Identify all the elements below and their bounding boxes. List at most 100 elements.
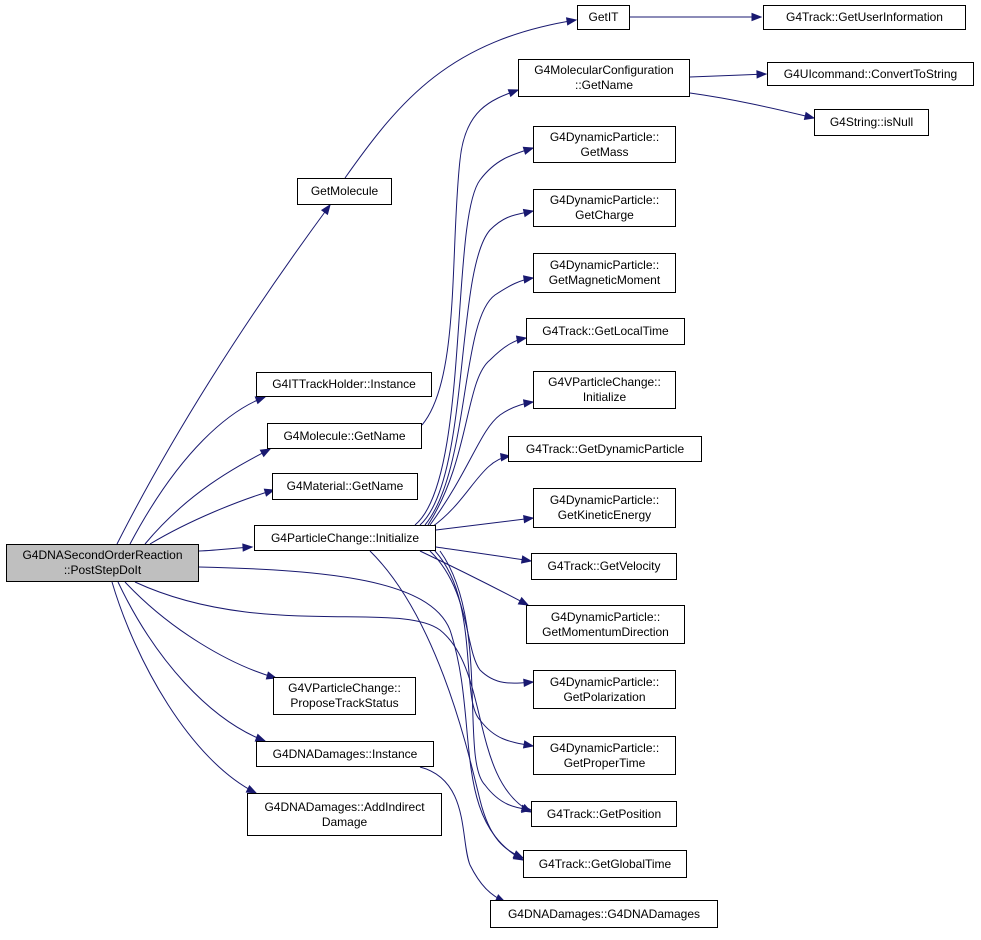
node-label-line: GetMolecule — [310, 184, 379, 198]
node-g4particlechange-initialize[interactable]: G4ParticleChange::Initialize — [254, 525, 436, 551]
node-label-line: G4Track::GetLocalTime — [542, 324, 669, 338]
node-g4ittrackholder-instance[interactable]: G4ITTrackHolder::Instance — [256, 372, 432, 397]
node-label-line: GetIT — [588, 10, 619, 24]
node-g4track-getdynamicparticle[interactable]: G4Track::GetDynamicParticle — [508, 436, 702, 462]
node-label-line: ::GetName — [574, 78, 634, 92]
node-g4vparticlechange-proposetrackstatus[interactable]: G4VParticleChange::ProposeTrackStatus — [273, 677, 416, 715]
node-g4dynamicparticle-getcharge[interactable]: G4DynamicParticle::GetCharge — [533, 189, 676, 227]
node-root: G4DNASecondOrderReaction::PostStepDoIt — [6, 544, 199, 582]
node-g4molecule-getname[interactable]: G4Molecule::GetName — [267, 423, 422, 449]
arrowhead-root-to-g4dnadamages_addindirectdamage — [245, 784, 258, 794]
arrowhead-root-to-g4molecule_getname — [259, 448, 272, 458]
node-label-line: G4UIcommand::ConvertToString — [783, 66, 958, 81]
node-label-line: G4ITTrackHolder::Instance — [272, 377, 416, 391]
node-g4dynamicparticle-getmagneticmoment[interactable]: G4DynamicParticle::GetMagneticMoment — [533, 253, 676, 293]
node-label-line: G4VParticleChange:: — [288, 681, 401, 695]
node-g4dynamicparticle-getpolarization[interactable]: G4DynamicParticle::GetPolarization — [533, 670, 676, 709]
node-label-line: GetMagneticMoment — [548, 273, 661, 287]
node-g4track-getvelocity[interactable]: G4Track::GetVelocity — [531, 553, 677, 580]
edge-root-to-g4vparticlechange_proposetrackstatus — [124, 581, 277, 679]
edge-g4molecularconfiguration_getname-to-g4string_isnull — [689, 92, 815, 119]
node-g4vparticlechange-initialize[interactable]: G4VParticleChange::Initialize — [533, 371, 676, 409]
node-label-line: G4DNASecondOrderReaction — [22, 548, 183, 562]
node-label-line: G4DynamicParticle:: — [549, 674, 660, 689]
arrowhead-g4molecularconfiguration_getname-to-g4string_isnull — [803, 111, 816, 120]
edge-g4particlechange_initialize-to-g4track_getvelocity — [435, 546, 532, 562]
arrowhead-root-to-g4ittrackholder_instance — [254, 396, 267, 405]
node-label-line: G4DynamicParticle:: — [549, 129, 660, 144]
edge-g4molecule_getname-to-g4molecularconfiguration_getname — [421, 89, 519, 426]
node-g4dnadamages-instance[interactable]: G4DNADamages::Instance — [256, 741, 434, 767]
arrowhead-getmolecule-to-getit — [565, 17, 578, 26]
arrowhead-g4particlechange_initialize-to-g4dynamicparticle_getpropertime — [522, 740, 535, 749]
edge-root-to-g4material_getname — [149, 489, 275, 545]
edge-g4particlechange_initialize-to-g4dynamicparticle_getmomentumdirection — [419, 550, 529, 606]
edge-g4particlechange_initialize-to-g4dynamicparticle_getpropertime — [434, 550, 534, 747]
arrowhead-root-to-g4material_getname — [263, 488, 276, 497]
node-g4molecularconfiguration-getname[interactable]: G4MolecularConfiguration::GetName — [518, 59, 690, 97]
arrowhead-g4particlechange_initialize-to-g4dynamicparticle_getcharge — [522, 208, 535, 218]
node-label-line: G4Track::GetVelocity — [547, 559, 661, 573]
arrowhead-root-to-g4particlechange_initialize — [242, 543, 254, 552]
node-label-line: GetPolarization — [563, 689, 646, 704]
node-label-line: G4DynamicParticle:: — [549, 258, 660, 272]
node-label-line: ProposeTrackStatus — [290, 696, 399, 710]
arrowhead-g4particlechange_initialize-to-g4track_getlocaltime — [515, 335, 528, 344]
node-label-line: G4MolecularConfiguration — [534, 63, 674, 77]
node-getmolecule[interactable]: GetMolecule — [297, 178, 392, 205]
arrowhead-root-to-getmolecule — [320, 203, 331, 216]
edge-getmolecule-to-getit — [344, 19, 577, 179]
arrowhead-g4particlechange_initialize-to-g4track_getdynamicparticle — [500, 453, 512, 462]
arrowhead-g4particlechange_initialize-to-g4track_getglobaltime — [512, 850, 525, 859]
arrowhead-g4particlechange_initialize-to-g4dynamicparticle_getmagneticmoment — [522, 275, 535, 284]
node-label-line: GetProperTime — [563, 755, 646, 770]
edge-root-to-g4track_getposition — [134, 581, 532, 813]
node-label-line: G4Track::GetGlobalTime — [538, 856, 672, 871]
arrowhead-g4molecularconfiguration_getname-to-g4uicommand_converttostring — [756, 70, 768, 79]
arrowhead-g4molecule_getname-to-g4molecularconfiguration_getname — [507, 89, 520, 98]
edge-g4particlechange_initialize-to-g4dynamicparticle_getmagneticmoment — [424, 277, 534, 526]
node-g4uicommand-converttostring[interactable]: G4UIcommand::ConvertToString — [767, 62, 974, 86]
arrowhead-g4particlechange_initialize-to-g4dynamicparticle_getpolarization — [523, 678, 535, 688]
edge-root-to-g4molecule_getname — [144, 448, 271, 545]
node-label-line: G4Track::GetDynamicParticle — [525, 441, 685, 456]
edge-root-to-g4dnadamages_addindirectdamage — [111, 581, 257, 794]
edge-root-to-g4track_getglobaltime — [198, 566, 524, 861]
node-label-line: G4VParticleChange:: — [548, 375, 661, 389]
node-label-line: G4DynamicParticle:: — [549, 493, 660, 507]
edge-g4dnadamages_instance-to-g4dnadamages_g4dnadamages — [419, 766, 506, 903]
edge-g4particlechange_initialize-to-g4track_getposition — [439, 550, 532, 811]
node-g4track-getuserinformation[interactable]: G4Track::GetUserInformation — [763, 5, 966, 30]
edge-g4particlechange_initialize-to-g4vparticlechange_initialize — [429, 401, 534, 526]
edge-g4particlechange_initialize-to-g4dynamicparticle_getcharge — [419, 210, 534, 526]
edge-root-to-g4ittrackholder_instance — [129, 396, 266, 545]
node-g4dynamicparticle-getkineticenergy[interactable]: G4DynamicParticle::GetKineticEnergy — [533, 488, 676, 528]
arrowhead-g4particlechange_initialize-to-g4dynamicparticle_getmomentumdirection — [517, 596, 530, 606]
node-g4dynamicparticle-getmomentumdirection[interactable]: G4DynamicParticle::GetMomentumDirection — [526, 605, 685, 644]
edge-g4particlechange_initialize-to-g4track_getdynamicparticle — [431, 455, 511, 528]
node-label-line: G4DNADamages::G4DNADamages — [507, 906, 701, 921]
node-g4track-getposition[interactable]: G4Track::GetPosition — [531, 801, 677, 827]
node-label-line: G4DNADamages::AddIndirect — [264, 799, 425, 814]
node-g4material-getname[interactable]: G4Material::GetName — [272, 473, 418, 500]
edge-g4particlechange_initialize-to-g4dynamicparticle_getmass — [414, 147, 534, 526]
node-label-line: GetMass — [580, 144, 629, 159]
node-label-line: G4DynamicParticle:: — [549, 740, 660, 755]
edge-g4particlechange_initialize-to-g4dynamicparticle_getkineticenergy — [435, 517, 534, 531]
node-g4string-isnull[interactable]: G4String::isNull — [814, 109, 929, 136]
node-getit[interactable]: GetIT — [577, 5, 630, 30]
arrowhead-g4particlechange_initialize-to-g4dynamicparticle_getkineticenergy — [523, 514, 535, 524]
edge-g4particlechange_initialize-to-g4track_getlocaltime — [427, 337, 527, 526]
node-label-line: G4ParticleChange::Initialize — [270, 530, 420, 545]
node-g4dnadamages-g4dnadamages[interactable]: G4DNADamages::G4DNADamages — [490, 900, 718, 928]
edge-g4molecularconfiguration_getname-to-g4uicommand_converttostring — [689, 73, 767, 78]
node-g4track-getglobaltime[interactable]: G4Track::GetGlobalTime — [523, 850, 687, 878]
node-g4track-getlocaltime[interactable]: G4Track::GetLocalTime — [526, 318, 685, 345]
node-label-line: Damage — [321, 814, 368, 829]
node-label-line: Initialize — [582, 390, 627, 404]
node-g4dynamicparticle-getpropertime[interactable]: G4DynamicParticle::GetProperTime — [533, 736, 676, 775]
node-g4dynamicparticle-getmass[interactable]: G4DynamicParticle::GetMass — [533, 126, 676, 163]
edge-g4particlechange_initialize-to-g4track_getglobaltime — [369, 550, 524, 859]
